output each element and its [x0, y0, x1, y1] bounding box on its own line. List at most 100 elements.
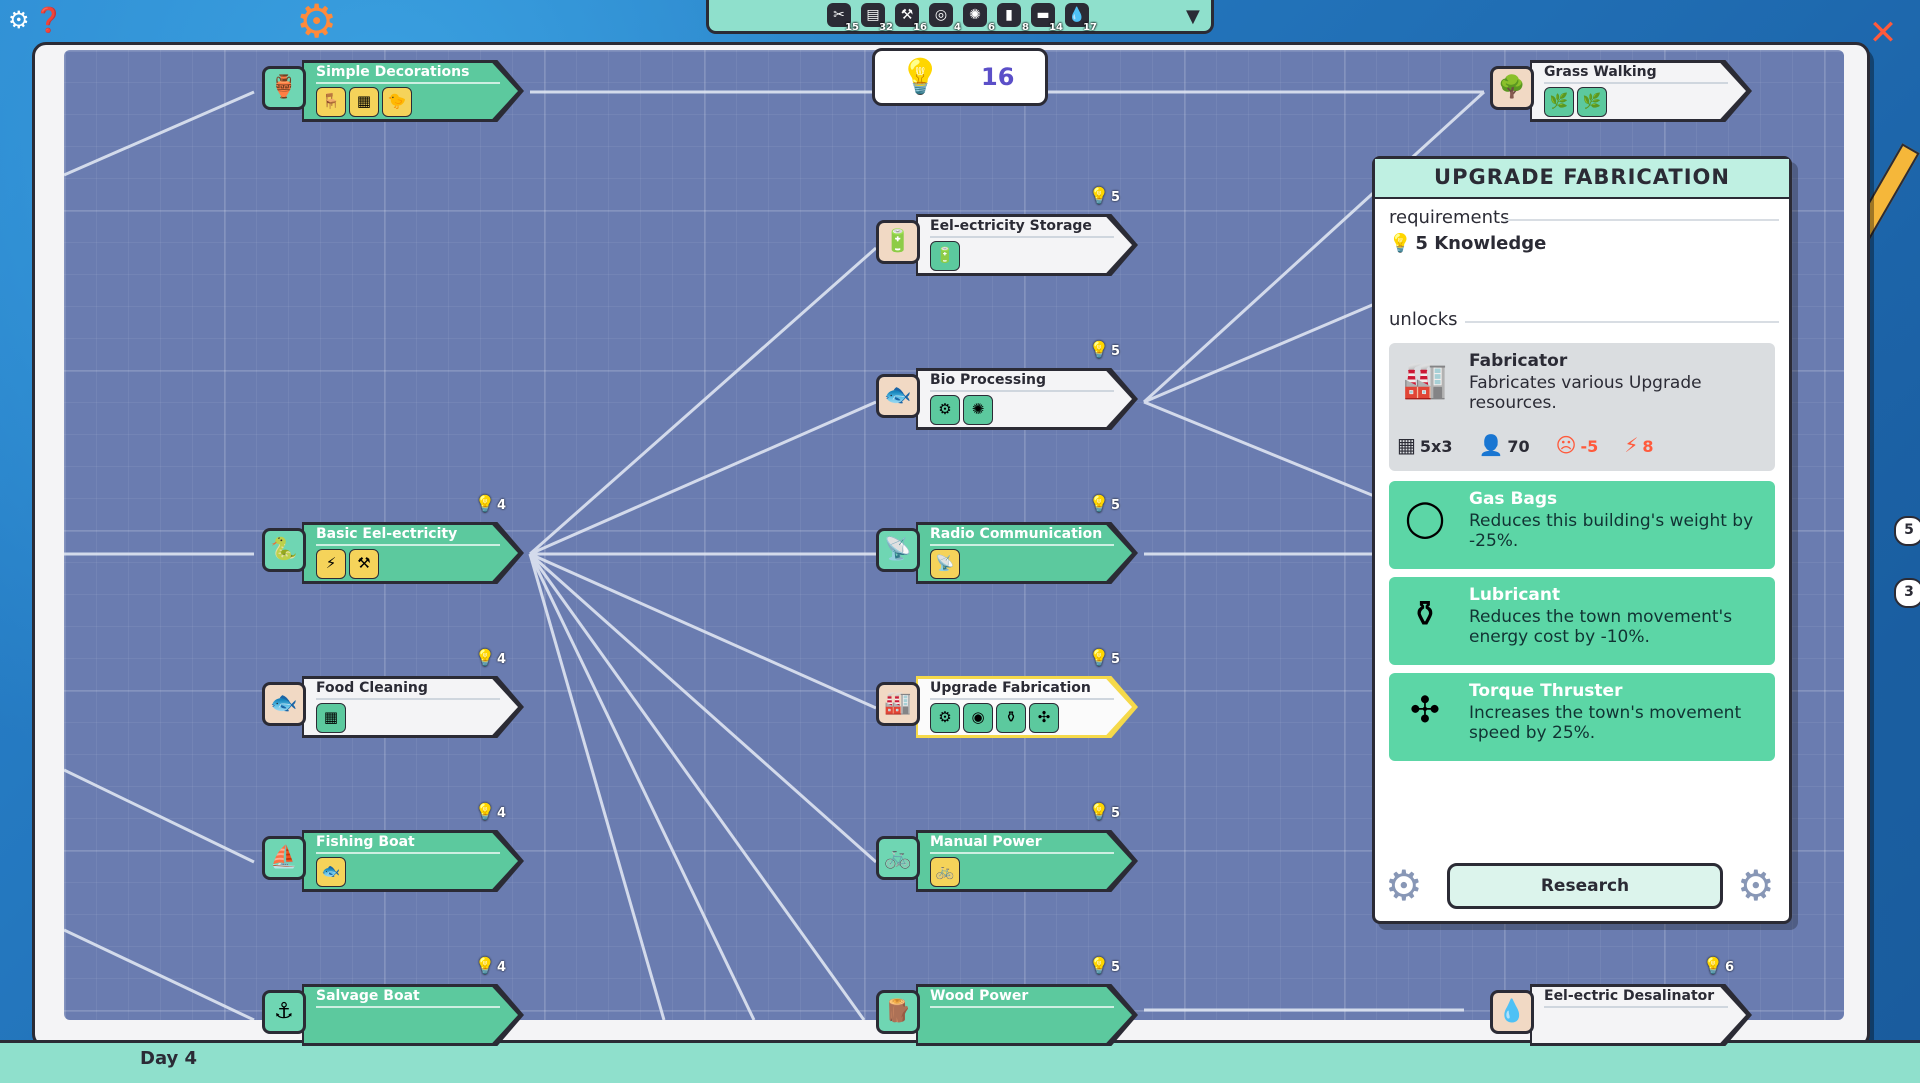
help-icon[interactable]: ❓	[33, 6, 64, 34]
node-title: Grass Walking	[1544, 64, 1657, 80]
node-body	[1532, 987, 1746, 1043]
node-unlock-chips: ⚡⚒	[316, 549, 379, 579]
connector	[529, 400, 877, 556]
oil-can-icon: ⚱	[1409, 594, 1441, 635]
resource-count: 14	[1049, 21, 1063, 33]
node-divider	[1544, 1006, 1728, 1008]
gear-icon: ⚙	[1385, 861, 1423, 910]
requirement-text: 5 Knowledge	[1415, 233, 1547, 254]
divider	[1465, 321, 1779, 323]
supplies-icon: ▤	[861, 2, 885, 27]
cost-value: 5	[1110, 960, 1120, 975]
node-title: Fishing Boat	[316, 834, 415, 850]
node-cost: 💡5	[1089, 956, 1120, 975]
day-label: Day 4	[140, 1048, 198, 1069]
close-icon[interactable]: ✕	[1868, 13, 1898, 53]
unlock-chip-icon: ▦	[349, 87, 379, 117]
node-icon: 🚲	[876, 836, 920, 880]
upgrade-card-torque-thruster[interactable]: ✣ Torque Thruster Increases the town's m…	[1389, 673, 1775, 761]
upgrade-card-gas-bags[interactable]: ◯ Gas Bags Reduces this building's weigh…	[1389, 481, 1775, 569]
propeller-icon: ✣	[1409, 690, 1441, 731]
lightning-icon: ⚡	[1624, 433, 1639, 457]
research-node-food-cleaning[interactable]: 🐟Food Cleaning▦💡4	[262, 648, 532, 738]
knowledge-icon: 💡	[1089, 340, 1109, 359]
connector	[1143, 298, 1385, 404]
water-icon: 💧	[1065, 2, 1089, 27]
gear-decoration-icon: ⚙	[296, 0, 338, 48]
happiness-value: -5	[1580, 437, 1599, 456]
node-cost: 💡6	[1703, 956, 1734, 975]
node-title: Basic Eel-ectricity	[316, 526, 458, 542]
resource-count: 6	[988, 21, 995, 33]
resource-item: ⚒16	[893, 1, 927, 33]
node-title: Radio Communication	[930, 526, 1103, 542]
unlock-chip-icon: ✣	[1029, 703, 1059, 733]
node-icon: 🌳	[1490, 66, 1534, 110]
cost-value: 5	[1110, 806, 1120, 821]
unlock-chip-icon: ▦	[316, 703, 346, 733]
research-node-basic-eel-ectricity[interactable]: 🐍Basic Eel-ectricity⚡⚒💡4	[262, 494, 532, 584]
resource-item: ▮8	[995, 1, 1029, 33]
top-left-icons: ⚙ ❓	[8, 6, 63, 34]
resource-item: ▤32	[859, 1, 893, 33]
cost-value: 5	[1110, 190, 1120, 205]
filter-icon[interactable]: ▼	[1186, 6, 1200, 27]
upgrade-name: Gas Bags	[1469, 489, 1558, 509]
unlock-chip-icon: 📡	[930, 549, 960, 579]
connector	[64, 768, 255, 864]
upgrade-description: Reduces the town movement's energy cost …	[1469, 607, 1733, 647]
research-node-grass-walking[interactable]: 🌳Grass Walking🌿🌿	[1490, 60, 1760, 122]
node-title: Simple Decorations	[316, 64, 470, 80]
node-cost: 💡5	[1089, 802, 1120, 821]
research-node-bio-processing[interactable]: 🐟Bio Processing⚙✺💡5	[876, 340, 1146, 430]
side-count-badge: 3	[1894, 578, 1920, 608]
node-unlock-chips: ⚙◉⚱✣	[930, 703, 1059, 733]
node-cost: 💡5	[1089, 494, 1120, 513]
connector	[528, 553, 866, 1020]
unlock-chip-icon: ⚙	[930, 395, 960, 425]
research-node-radio-communication[interactable]: 📡 Radio Communication 📡 💡5	[876, 494, 1146, 584]
research-node-fishing-boat[interactable]: ⛵Fishing Boat🐟💡4	[262, 802, 532, 892]
research-node-wood-power[interactable]: 🪵Wood Power💡5	[876, 956, 1146, 1046]
resource-item: ▬14	[1029, 1, 1063, 33]
research-node-manual-power[interactable]: 🚲Manual Power🚲💡5	[876, 802, 1146, 892]
workers-value: 70	[1507, 437, 1530, 456]
knowledge-value: 16	[981, 63, 1015, 91]
unlock-chip-icon: ⚡	[316, 549, 346, 579]
knowledge-icon: 💡	[1089, 494, 1109, 513]
node-title: Upgrade Fabrication	[930, 680, 1091, 696]
resource-item: 💧17	[1063, 1, 1097, 33]
node-unlock-chips: 🚲	[930, 857, 960, 887]
node-icon: 🏭	[876, 682, 920, 726]
gear-icon[interactable]: ⚙	[8, 6, 30, 34]
research-node-eel-ectric-desalinator[interactable]: 💧Eel-ectric Desalinator💡6	[1490, 956, 1760, 1046]
building-card-fabricator[interactable]: 🏭 Fabricator Fabricates various Upgrade …	[1389, 343, 1775, 471]
fabricator-icon: 🏭	[1402, 360, 1448, 401]
rope-icon: ◎	[929, 2, 953, 27]
side-count-badge: 5	[1894, 516, 1920, 546]
building-description: Fabricates various Upgrade resources.	[1469, 373, 1702, 413]
research-node-simple-decorations[interactable]: 🏺Simple Decorations🪑▦🐤	[262, 60, 532, 122]
research-node-eel-ectricity-storage[interactable]: 🔋Eel-ectricity Storage🔋💡5	[876, 186, 1146, 276]
cost-value: 4	[496, 652, 506, 667]
upgrade-card-lubricant[interactable]: ⚱ Lubricant Reduces the town movement's …	[1389, 577, 1775, 665]
research-node-salvage-boat[interactable]: ⚓Salvage Boat💡4	[262, 956, 532, 1046]
upgrade-name: Lubricant	[1469, 585, 1561, 605]
cost-value: 5	[1110, 498, 1120, 513]
node-title: Food Cleaning	[316, 680, 428, 696]
knowledge-icon: 💡	[1389, 233, 1412, 254]
knowledge-icon: 💡	[475, 956, 495, 975]
resource-item: ◎4	[927, 1, 961, 33]
coral-icon: ✺	[963, 2, 987, 27]
unlock-chip-icon: 🌿	[1577, 87, 1607, 117]
knowledge-icon: 💡	[475, 648, 495, 667]
research-button[interactable]: Research	[1447, 863, 1723, 909]
node-icon: 📡	[876, 528, 920, 572]
research-node-upgrade-fabrication[interactable]: 🏭Upgrade Fabrication⚙◉⚱✣💡5	[876, 648, 1146, 738]
cost-value: 4	[496, 960, 506, 975]
battery-icon: ▮	[997, 2, 1021, 27]
knowledge-icon: 💡	[475, 494, 495, 513]
node-unlock-chips: ▦	[316, 703, 346, 733]
requirement-item: 💡5 Knowledge	[1389, 233, 1546, 254]
knowledge-icon: 💡	[1089, 648, 1109, 667]
